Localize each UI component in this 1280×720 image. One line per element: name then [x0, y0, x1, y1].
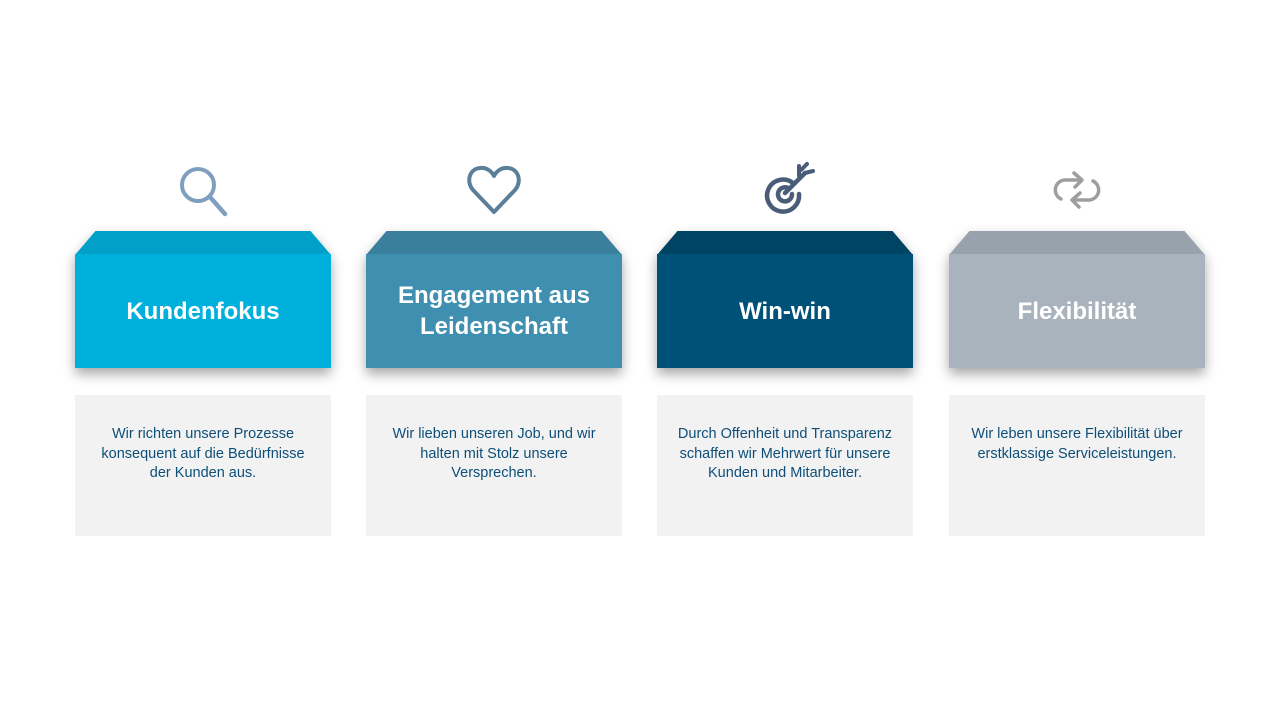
- value-description: Durch Offenheit und Transparenz schaffen…: [657, 395, 913, 536]
- block-top-bevel: [949, 231, 1205, 255]
- value-title: Win-win: [657, 254, 913, 368]
- value-block: Engagement aus Leidenschaft: [366, 231, 622, 368]
- value-column-kundenfokus: Kundenfokus Wir richten unsere Prozesse …: [75, 0, 331, 720]
- value-column-engagement: Engagement aus Leidenschaft Wir lieben u…: [366, 0, 622, 720]
- value-block: Flexibilität: [949, 231, 1205, 368]
- value-column-win-win: Win-win Durch Offenheit und Transparenz …: [657, 0, 913, 720]
- value-description: Wir richten unsere Prozesse konsequent a…: [75, 395, 331, 536]
- value-title: Engagement aus Leidenschaft: [366, 254, 622, 368]
- value-title: Flexibilität: [949, 254, 1205, 368]
- block-top-bevel: [75, 231, 331, 255]
- value-block: Kundenfokus: [75, 231, 331, 368]
- value-column-flexibilitaet: Flexibilität Wir leben unsere Flexibilit…: [949, 0, 1205, 720]
- value-block: Win-win: [657, 231, 913, 368]
- value-title: Kundenfokus: [75, 254, 331, 368]
- block-top-bevel: [657, 231, 913, 255]
- target-arrow-icon: [755, 160, 815, 220]
- repeat-arrows-icon: [1047, 160, 1107, 220]
- heart-icon: [464, 160, 524, 220]
- block-top-bevel: [366, 231, 622, 255]
- magnifier-icon: [173, 160, 233, 220]
- value-description: Wir leben unsere Flexibilität über erstk…: [949, 395, 1205, 536]
- value-description: Wir lieben unseren Job, und wir halten m…: [366, 395, 622, 536]
